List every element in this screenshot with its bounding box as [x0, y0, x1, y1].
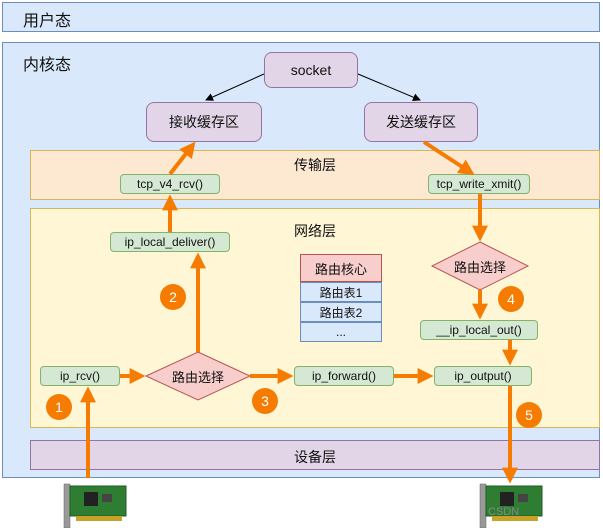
step-badge-4: 4 [498, 286, 524, 312]
ip-output-label: ip_output() [454, 369, 512, 383]
user-space-label: 用户态 [23, 13, 72, 30]
route-table-row: 路由表1 [300, 282, 382, 302]
ip-local-out-node: __ip_local_out() [420, 320, 538, 340]
route-table-row-label: 路由表1 [319, 285, 363, 300]
transport-layer-label: 传输层 [294, 157, 336, 173]
socket-label: socket [290, 62, 332, 78]
ip-forward-node: ip_forward() [294, 366, 394, 386]
ip-rcv-label: ip_rcv() [59, 369, 100, 383]
ip-forward-label: ip_forward() [311, 369, 377, 383]
device-layer-label: 设备层 [294, 449, 336, 465]
step-badge-1: 1 [46, 394, 72, 420]
user-space-zone: 用户态 [2, 2, 600, 32]
route-core-header: 路由核心 [300, 254, 382, 282]
ip-rcv-node: ip_rcv() [40, 366, 120, 386]
routing-right-label: 路由选择 [453, 259, 506, 275]
device-layer-band: 设备层 [30, 440, 600, 470]
network-layer-label: 网络层 [294, 223, 336, 239]
tcp-write-xmit-label: tcp_write_xmit() [436, 177, 522, 191]
nic-left-icon [63, 483, 127, 528]
routing-diamond-left [144, 351, 252, 401]
route-table-row: ... [300, 322, 382, 342]
nic-right-icon [479, 483, 543, 528]
socket-to-send-arrow [357, 73, 421, 101]
tcp-v4-rcv-label: tcp_v4_rcv() [136, 177, 204, 191]
route-table-row: 路由表2 [300, 302, 382, 322]
send-buffer-node: 发送缓存区 [364, 102, 478, 142]
recv-buffer-label: 接收缓存区 [169, 114, 239, 130]
tcp-write-xmit-node: tcp_write_xmit() [428, 174, 530, 194]
step-badge-5: 5 [516, 402, 542, 428]
ip-output-node: ip_output() [434, 366, 532, 386]
ip-local-deliver-node: ip_local_deliver() [110, 232, 230, 252]
routing-left-label: 路由选择 [171, 369, 224, 385]
step-badge-2: 2 [160, 284, 186, 310]
socket-node: socket [264, 52, 358, 88]
route-core-label: 路由核心 [314, 261, 367, 277]
ip-local-deliver-label: ip_local_deliver() [124, 235, 216, 249]
ip-local-out-label: __ip_local_out() [436, 323, 522, 337]
tcp-v4-rcv-node: tcp_v4_rcv() [120, 174, 220, 194]
step-badge-3: 3 [252, 388, 278, 414]
tcp-to-recvbuf-arrow [168, 141, 196, 176]
socket-to-recv-arrow [205, 73, 265, 101]
send-buffer-label: 发送缓存区 [386, 114, 456, 130]
kernel-space-label: 内核态 [23, 57, 72, 74]
recv-buffer-node: 接收缓存区 [146, 102, 262, 142]
route-table-row-label: ... [335, 325, 346, 339]
watermark: CSDN [488, 506, 520, 518]
route-table-row-label: 路由表2 [319, 305, 363, 320]
sendbuf-to-xmit-arrow [422, 140, 475, 176]
